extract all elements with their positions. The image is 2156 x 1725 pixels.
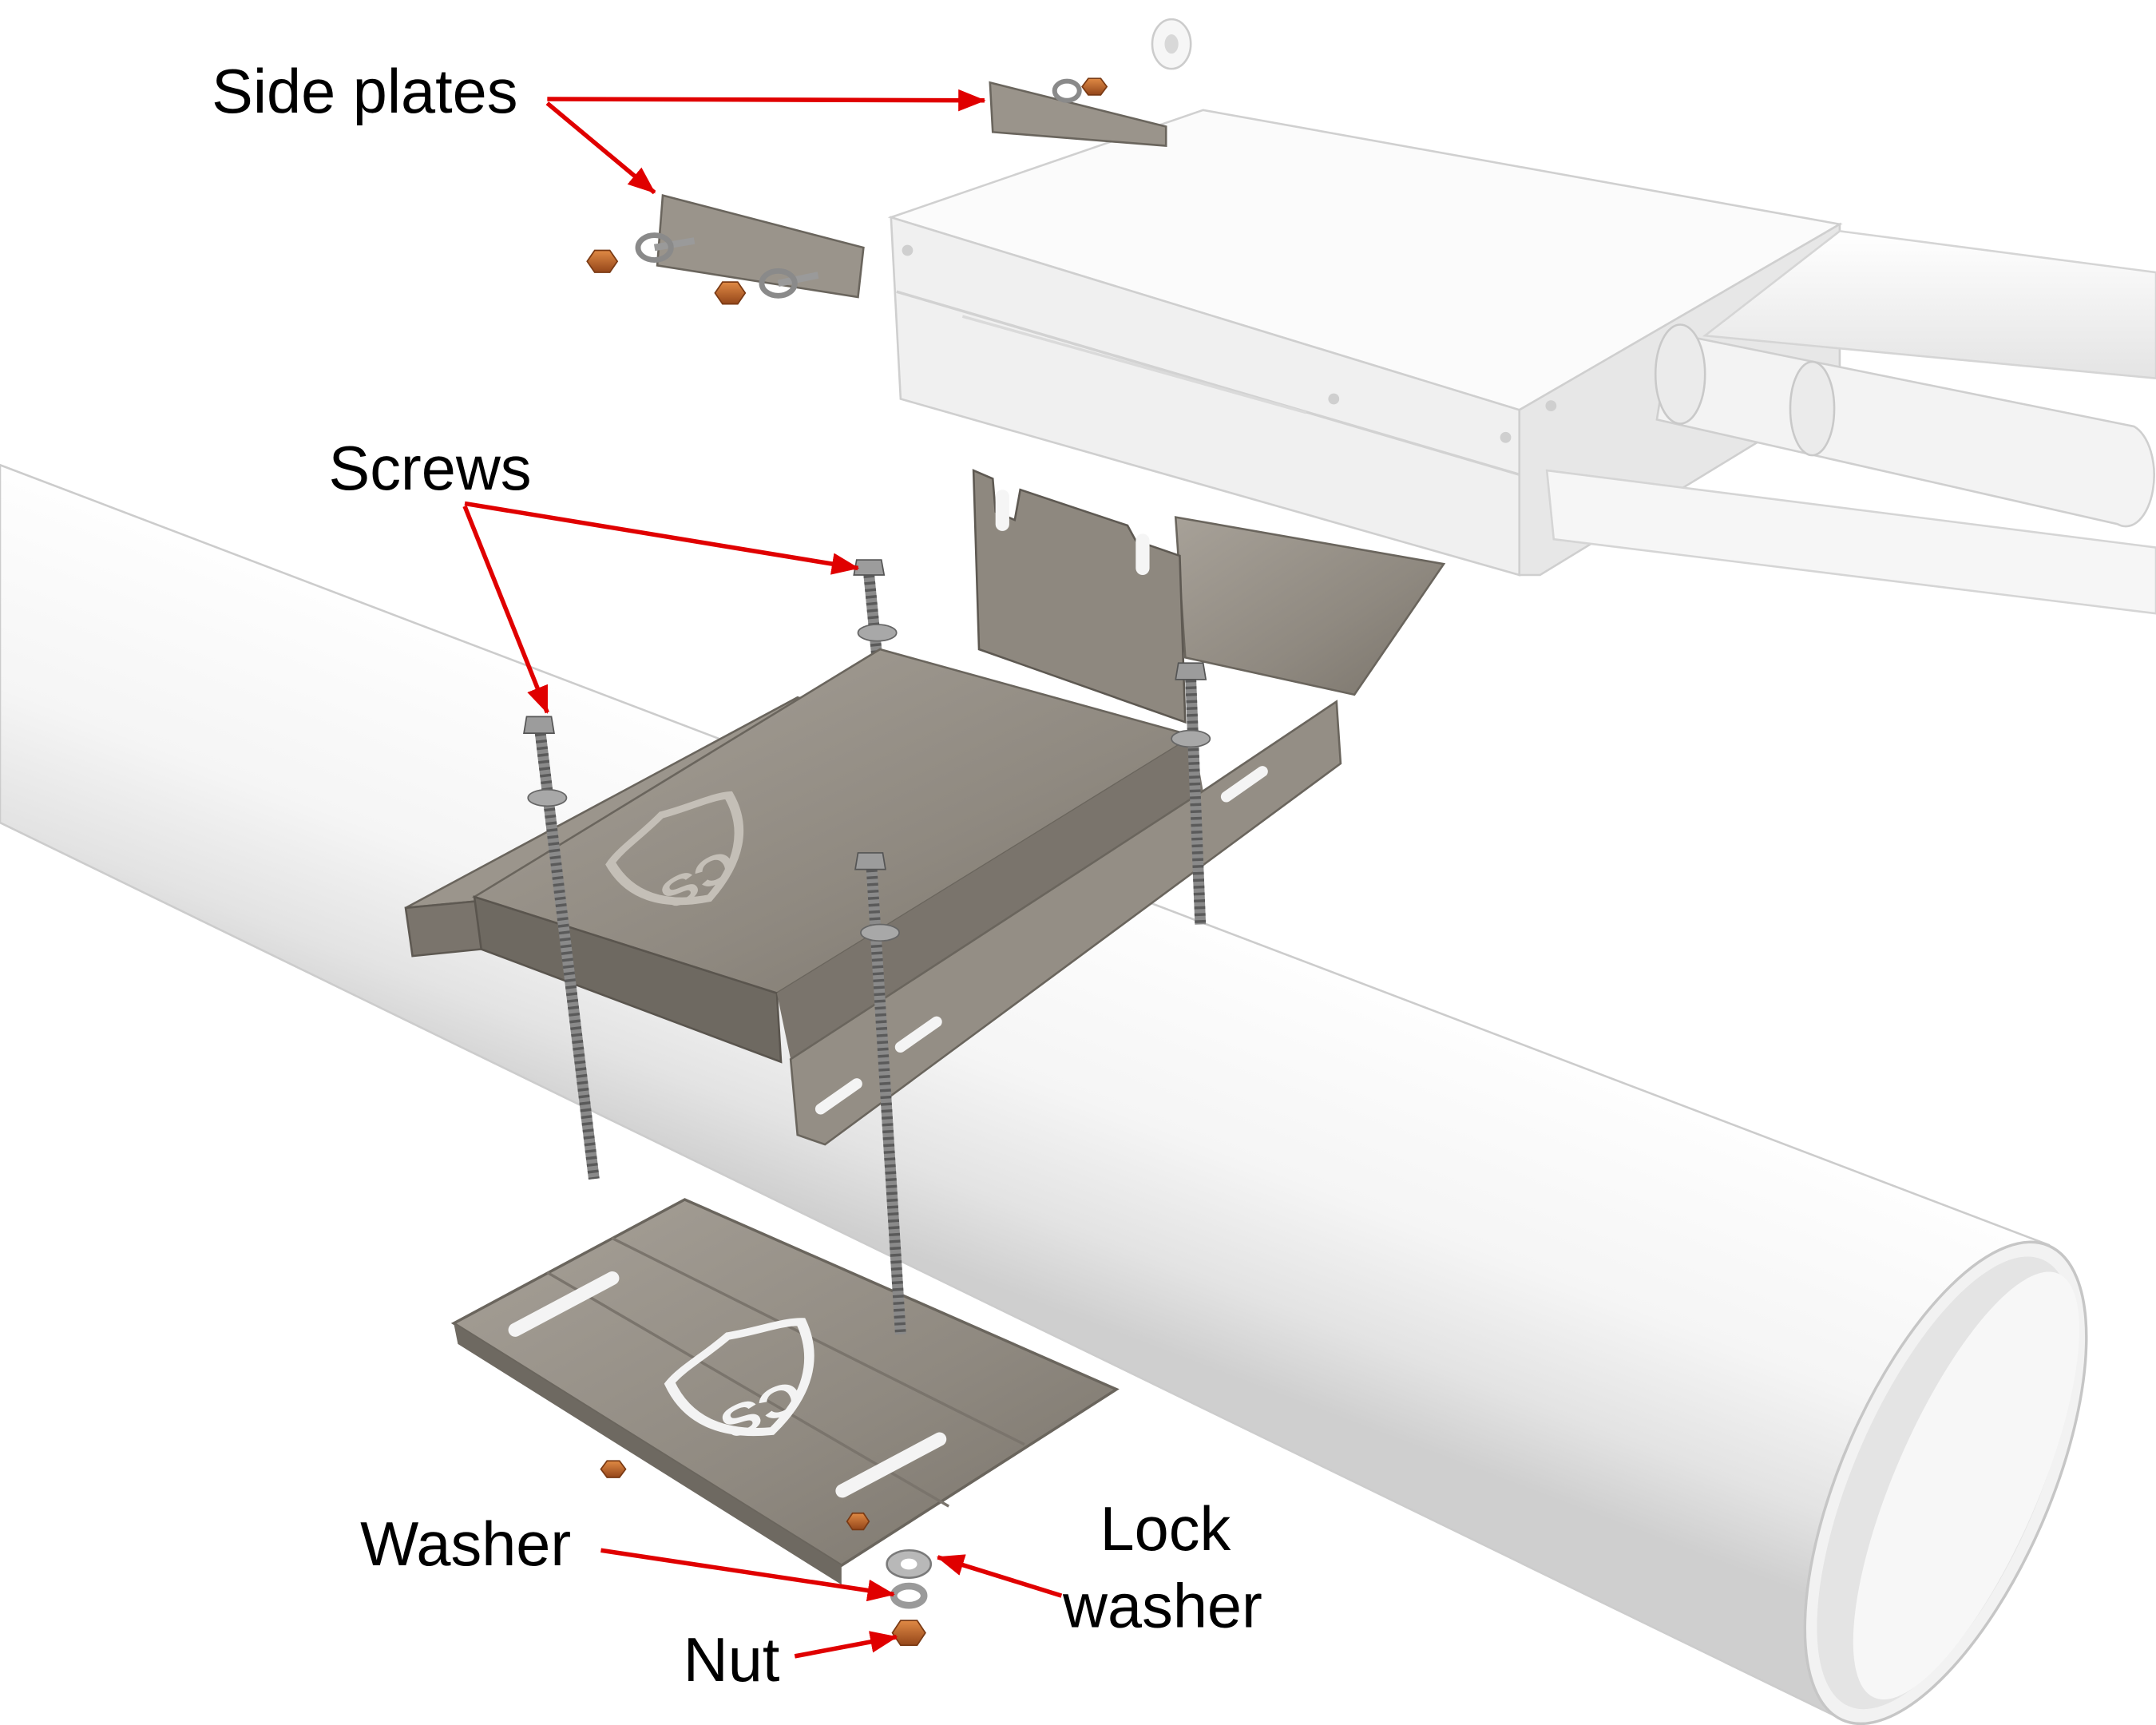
screw-left <box>523 716 600 1180</box>
screw-head <box>854 852 886 870</box>
bracket-left-flange-lip <box>404 899 483 958</box>
screw-right <box>1171 662 1211 925</box>
pipe-open-end-depth <box>1853 1271 2079 1700</box>
screw-thread <box>866 869 906 1335</box>
box-screw <box>1500 431 1512 443</box>
screw-thread <box>534 732 600 1180</box>
arrow-side-plates-upper <box>547 89 986 112</box>
screw-washer <box>1171 729 1211 748</box>
side-plate-upper-body <box>989 81 1167 147</box>
lower-plate-slot <box>508 1271 620 1337</box>
bracket-back-strut <box>1174 516 1446 696</box>
side-plate-upper <box>989 18 1192 147</box>
washer-part-hole <box>900 1558 917 1570</box>
screw-front <box>854 852 906 1335</box>
bracket-back-plate <box>972 469 1187 724</box>
lower-plate-nut <box>600 1460 627 1478</box>
conduit-lower <box>1545 469 2156 615</box>
conduit-fitting <box>1789 360 1836 457</box>
loose-hardware <box>886 1549 933 1646</box>
box-screw <box>1328 393 1340 405</box>
conduit-middle <box>1655 331 2155 528</box>
box-groove <box>961 315 1307 414</box>
box-screw <box>902 244 914 256</box>
arrow-lock-washer <box>936 1554 1063 1598</box>
lock-washer-part <box>890 1582 928 1609</box>
conduit-fitting <box>1654 323 1706 425</box>
label-lock-washer-line2: washer <box>1062 1572 1262 1641</box>
side-plate-bolt-shaft <box>777 272 819 288</box>
right-flange-slot <box>894 1016 942 1053</box>
side-plate-lower-nut <box>586 249 619 273</box>
side-plate-lower-nut <box>714 281 747 305</box>
side-plate-upper-nut <box>1081 77 1108 96</box>
screw-washer <box>527 788 568 807</box>
arrow-side-plates-lower <box>545 101 656 195</box>
box-screw <box>1545 400 1557 412</box>
nut-part <box>891 1620 926 1646</box>
callout-arrows <box>462 89 1063 1659</box>
screw-washer <box>860 923 901 942</box>
label-washer: Washer <box>360 1510 571 1579</box>
junction-box <box>887 109 2156 615</box>
arrow-screws-left <box>462 505 549 714</box>
lower-saddle-plate: CS <box>450 1198 1120 1585</box>
conduit-upper <box>1702 230 2156 379</box>
box-lid-seam <box>896 290 1520 476</box>
lower-plate-fold-line <box>611 1236 1025 1446</box>
arrow-screws-rear <box>464 501 860 575</box>
side-plate-upper-washer <box>1052 78 1082 103</box>
callout-labels: Side plates Screws Washer Lock washer Nu… <box>212 58 1262 1695</box>
main-pipe <box>0 463 2088 1725</box>
label-lock-washer-line1: Lock <box>1100 1495 1231 1564</box>
side-plate-lower-body <box>656 193 865 299</box>
back-plate-slot <box>1135 533 1150 575</box>
label-side-plates: Side plates <box>212 58 517 126</box>
main-bracket: CS <box>404 469 1446 1335</box>
lower-plate-nut <box>846 1512 870 1531</box>
screw-shaft <box>1185 679 1207 925</box>
arrow-nut <box>794 1631 898 1659</box>
side-plate-lower-washer <box>635 232 674 263</box>
screw-head <box>853 559 886 576</box>
logo-shield-icon <box>605 791 744 906</box>
label-nut: Nut <box>684 1626 780 1695</box>
back-plate-slot <box>995 490 1009 531</box>
label-screws: Screws <box>329 434 532 503</box>
right-flange-slot <box>1220 766 1268 803</box>
screw-head <box>1175 662 1207 680</box>
side-plate-lower <box>586 193 865 305</box>
side-plate-lower-washer <box>759 268 798 299</box>
screw-washer <box>857 624 898 642</box>
box-cable-gland-cap-hole <box>1164 34 1179 54</box>
logo-shield-icon <box>664 1318 814 1437</box>
screw-head <box>523 716 555 734</box>
arrow-washer <box>600 1548 895 1602</box>
right-flange-slot <box>814 1078 862 1115</box>
bracket-tray-front <box>473 895 783 1064</box>
lower-plate-slot <box>835 1432 947 1498</box>
side-plate-bolt-shaft <box>653 237 696 252</box>
lower-plate-front-edge <box>454 1323 842 1585</box>
